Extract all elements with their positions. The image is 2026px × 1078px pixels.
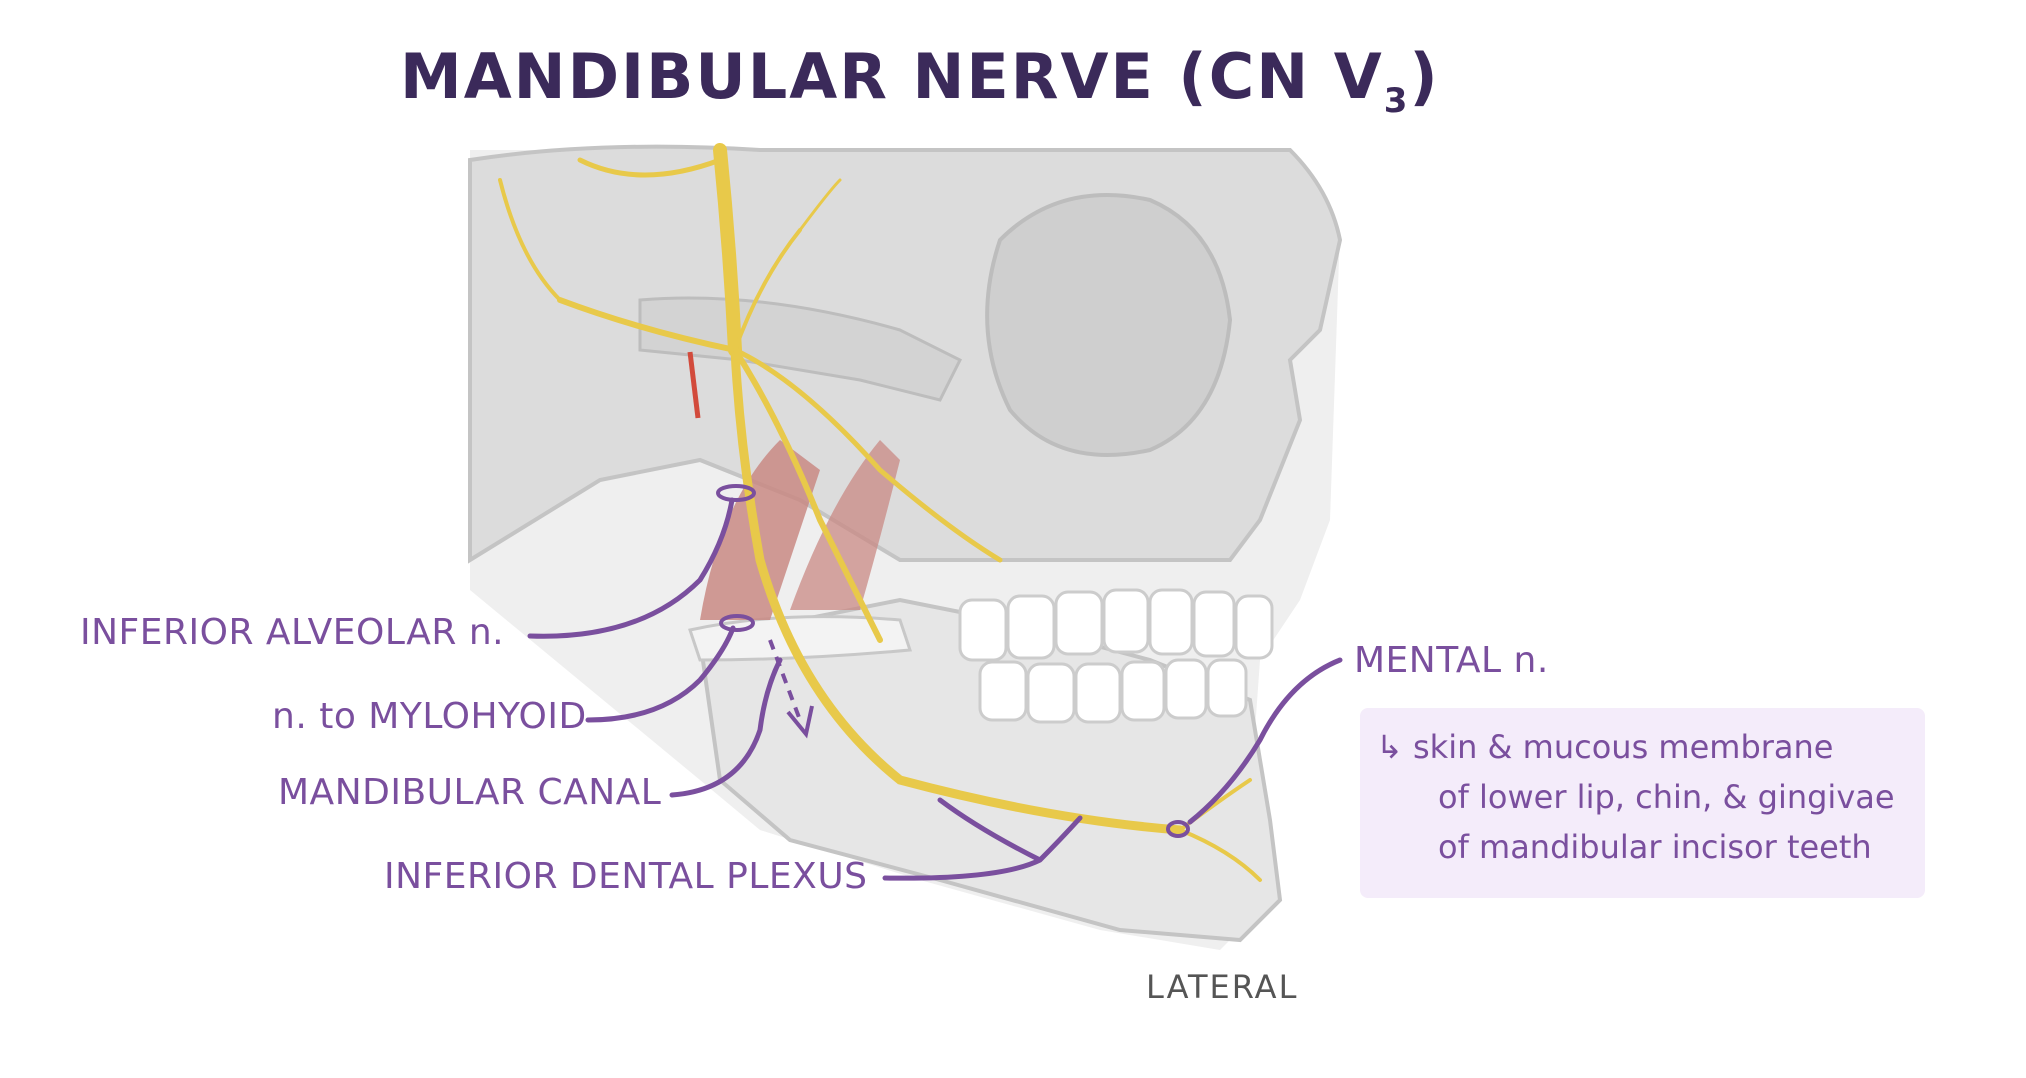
canal-direction-arrowhead (786, 705, 814, 739)
inferior-alveolar-nerve-loop (716, 484, 756, 502)
orbit (985, 193, 1233, 457)
zygomatic-arch (638, 296, 963, 402)
pterygoid-muscle-2 (790, 440, 900, 610)
label-mandibular-canal: MANDIBULAR CANAL (278, 772, 662, 813)
mental-nerve-note: ↳ skin & mucous membrane of lower lip, c… (1376, 722, 1895, 872)
mental-nerve-note-box (1360, 708, 1925, 898)
title-text: MANDIBULAR NERVE (CN V (400, 40, 1384, 113)
pterygoid-muscle (700, 440, 820, 620)
diagram-title: MANDIBULAR NERVE (CN V3) (400, 40, 1440, 121)
canal-direction-arrow (768, 639, 802, 721)
title-subscript: 3 (1383, 81, 1410, 121)
upper-teeth (958, 588, 1274, 662)
mental-foramen-loop (1166, 820, 1190, 838)
title-close: ) (1409, 40, 1440, 113)
label-mental-nerve: MENTAL n. (1354, 640, 1549, 681)
leader-lines (527, 497, 1343, 881)
artery-mark (687, 351, 701, 419)
label-inferior-alveolar: INFERIOR ALVEOLAR n. (80, 612, 505, 653)
note-line-1: skin & mucous membrane (1412, 728, 1834, 766)
note-line-3: of mandibular incisor teeth (1438, 828, 1872, 866)
view-label: LATERAL (1146, 968, 1299, 1006)
arrow-icon: ↳ (1376, 728, 1403, 766)
lower-teeth (978, 658, 1248, 724)
note-line-2: of lower lip, chin, & gingivae (1438, 778, 1895, 816)
label-nerve-to-mylohyoid: n. to MYLOHYOID (272, 696, 587, 737)
label-inferior-dental-plexus: INFERIOR DENTAL PLEXUS (384, 856, 868, 897)
mylohyoid-nerve-loop (719, 614, 755, 632)
mandibular-nerve-branches (498, 143, 1262, 882)
